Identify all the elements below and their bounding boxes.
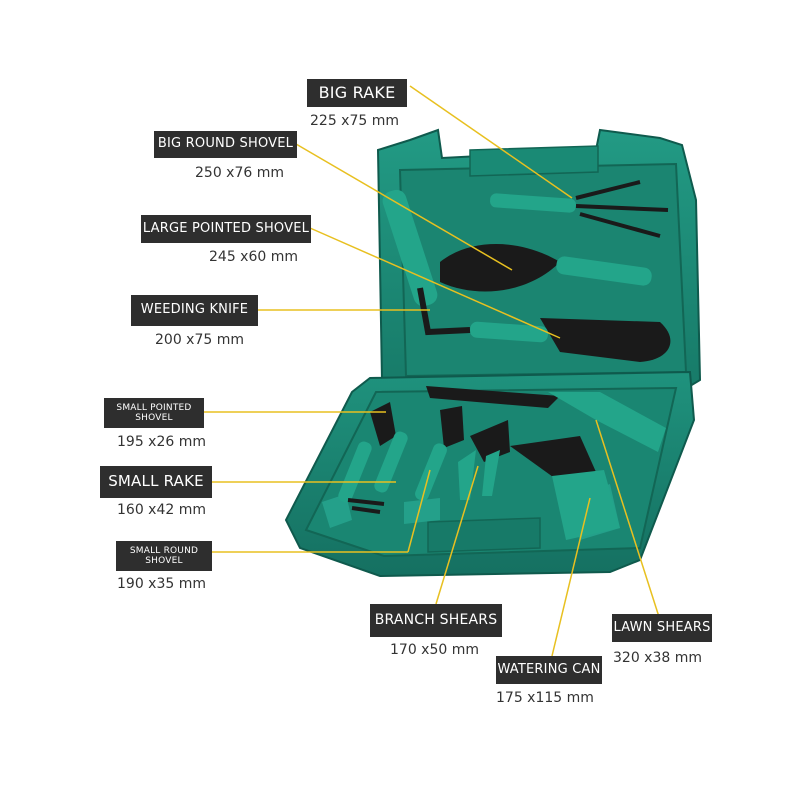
size-small-rake: 160 x42 mm	[117, 502, 206, 518]
weeding-knife	[382, 189, 471, 336]
watering-can	[510, 436, 620, 540]
leader-watering-can	[551, 497, 591, 657]
leader-branch-shears	[435, 465, 479, 605]
label-lawn-shears: LAWN SHEARS	[612, 614, 712, 642]
label-big-rake: BIG RAKE	[307, 79, 407, 107]
small-round-shovel	[415, 406, 464, 501]
size-weeding-knife: 200 x75 mm	[155, 332, 244, 348]
leader-large-pointed-shovel	[309, 227, 561, 339]
big-round-shovel	[440, 244, 652, 292]
size-big-rake: 225 x75 mm	[310, 113, 399, 129]
size-watering-can: 175 x115 mm	[496, 690, 594, 706]
label-small-pointed-shovel: SMALL POINTED SHOVEL	[104, 398, 204, 428]
large-pointed-shovel	[470, 318, 671, 362]
small-pointed-shovel	[338, 402, 396, 503]
size-lawn-shears: 320 x38 mm	[613, 650, 702, 666]
size-big-round-shovel: 250 x76 mm	[195, 165, 284, 181]
label-watering-can: WATERING CAN	[496, 656, 602, 684]
leader-small-round-shovel-2	[407, 469, 431, 553]
size-small-round-shovel: 190 x35 mm	[117, 576, 206, 592]
label-small-rake: SMALL RAKE	[100, 466, 212, 498]
label-large-pointed-shovel: LARGE POINTED SHOVEL	[141, 215, 311, 243]
leader-lines	[204, 85, 661, 657]
leader-lawn-shears	[595, 419, 661, 621]
leader-big-round-shovel	[295, 143, 513, 271]
label-small-round-shovel: SMALL ROUND SHOVEL	[116, 541, 212, 571]
small-rake	[347, 431, 408, 514]
lawn-shears	[426, 386, 666, 452]
size-branch-shears: 170 x50 mm	[390, 642, 479, 658]
label-branch-shears: BRANCH SHEARS	[370, 604, 502, 637]
leader-big-rake	[409, 85, 573, 199]
big-rake	[490, 180, 669, 238]
branch-shears	[458, 420, 510, 500]
size-small-pointed-shovel: 195 x26 mm	[117, 434, 206, 450]
label-big-round-shovel: BIG ROUND SHOVEL	[154, 131, 297, 158]
label-weeding-knife: WEEDING KNIFE	[131, 295, 258, 326]
size-large-pointed-shovel: 245 x60 mm	[209, 249, 298, 265]
